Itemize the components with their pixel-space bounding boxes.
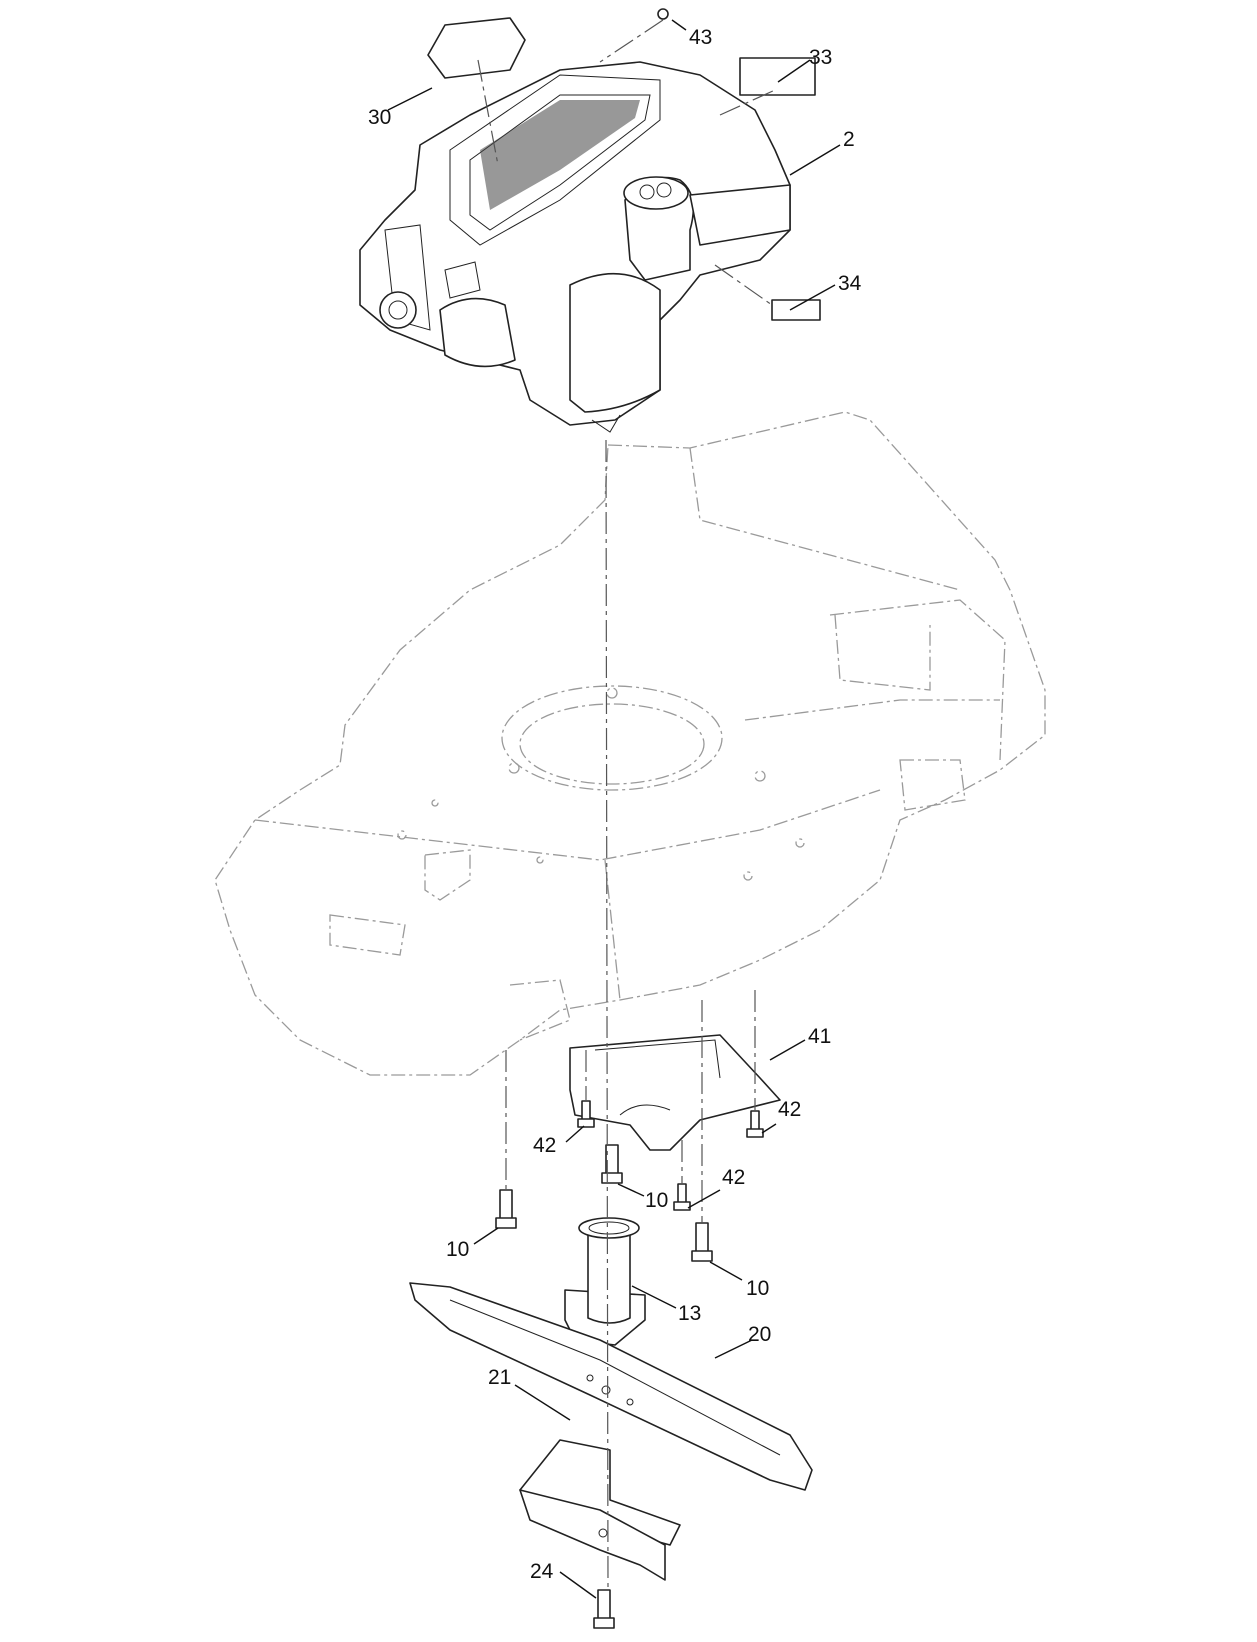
callout-34: 34 — [838, 272, 862, 295]
bracket-41 — [569, 1034, 781, 1151]
callout-33: 33 — [809, 46, 832, 69]
callout-21: 21 — [488, 1366, 511, 1389]
bolt-10-center — [601, 1144, 623, 1184]
callouts: 43 33 30 2 34 41 42 42 42 10 10 10 13 20… — [368, 26, 862, 1583]
assembly-axes — [477, 19, 776, 1591]
callout-41: 41 — [808, 1025, 831, 1048]
blade-20 — [409, 1282, 813, 1491]
decal-34 — [771, 299, 821, 321]
screw-42-center — [673, 1183, 691, 1211]
bolt-10-left — [495, 1189, 517, 1229]
bolt-10-right — [691, 1222, 713, 1262]
blade-bolt-24 — [593, 1589, 615, 1629]
callout-20: 20 — [748, 1323, 771, 1346]
callout-43: 43 — [689, 26, 712, 49]
blade-adapter-13 — [564, 1217, 646, 1346]
air-cleaner-grille — [480, 100, 640, 210]
callout-42-right: 42 — [778, 1098, 801, 1121]
callout-42-center: 42 — [722, 1166, 745, 1189]
callout-13: 13 — [678, 1302, 701, 1325]
callout-10-right: 10 — [746, 1277, 769, 1300]
mower-deck-phantom — [214, 411, 1046, 1076]
callout-10-center: 10 — [645, 1189, 668, 1212]
callout-10-left: 10 — [446, 1238, 469, 1261]
part-43 — [657, 8, 669, 20]
engine-assembly — [359, 61, 791, 433]
decal-33 — [739, 57, 816, 96]
callout-42-left: 42 — [533, 1134, 556, 1157]
decal-30 — [427, 17, 526, 79]
leader-lines — [387, 19, 841, 1599]
callout-2: 2 — [843, 128, 855, 151]
baffle-21 — [519, 1439, 681, 1581]
callout-24: 24 — [530, 1560, 554, 1583]
callout-30: 30 — [368, 106, 391, 129]
screw-42-right — [746, 1110, 764, 1138]
